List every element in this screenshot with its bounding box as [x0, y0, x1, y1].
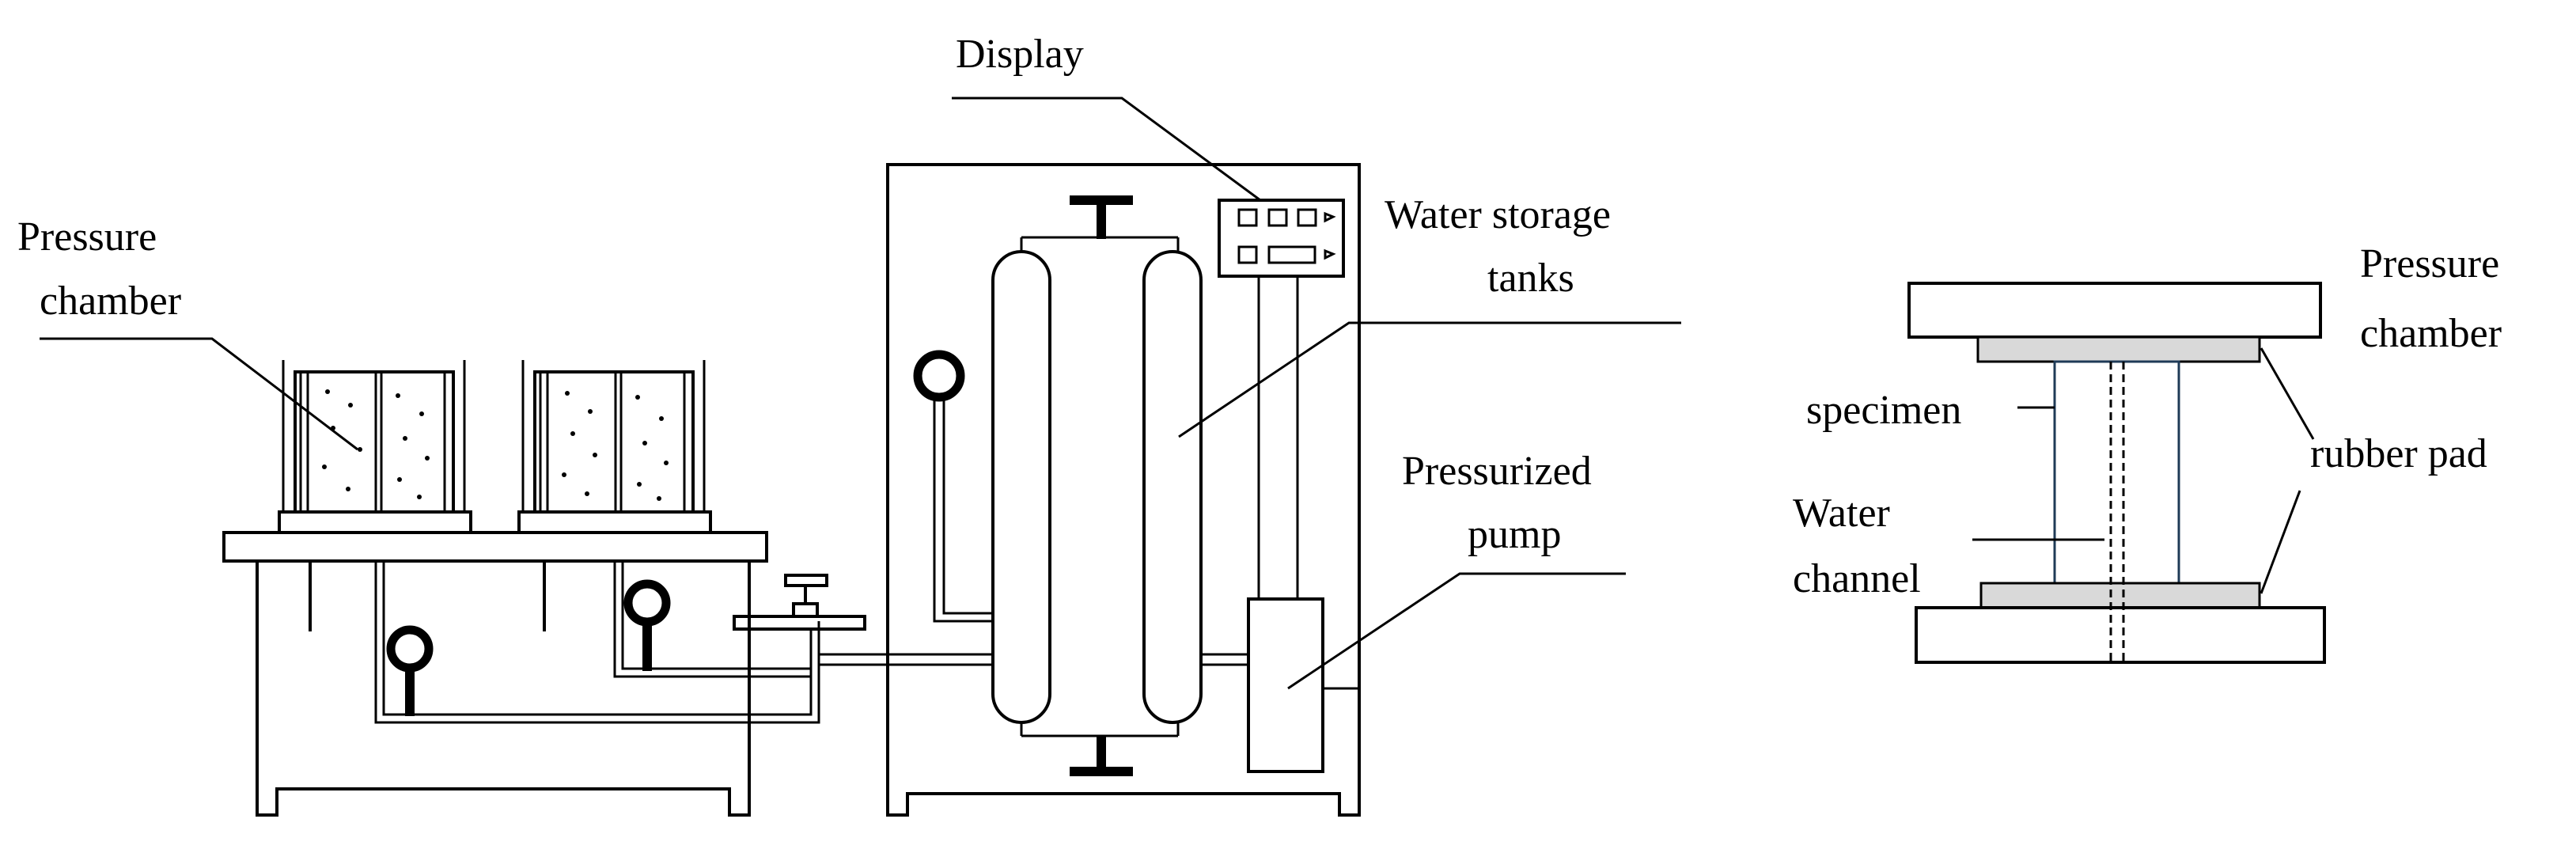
left-chamber-label-line1: Pressure: [17, 214, 157, 260]
pressure-gauge-icon: [623, 579, 671, 627]
chamber-cross-section: [1907, 282, 2326, 664]
test-bench: [222, 531, 768, 817]
water-storage-tanks: [991, 195, 1203, 776]
pressure-gauge-icon: [913, 350, 965, 402]
display-panel: [1218, 199, 1345, 278]
display-label: Display: [956, 32, 1084, 77]
pump-cabinet: [886, 163, 1361, 817]
water-tanks-label-line1: Water storage: [1385, 192, 1611, 237]
pressure-chamber-left: [278, 360, 472, 534]
right-chamber-label-line1: Pressure: [2360, 241, 2499, 286]
labels: Display Pressure chamber Water storage t…: [17, 32, 2502, 601]
pump-label-line2: pump: [1468, 512, 1561, 557]
water-channel: [2109, 362, 2125, 662]
water-tanks-label-line2: tanks: [1487, 256, 1574, 301]
specimen: [2053, 360, 2180, 585]
right-chamber-label-line2: chamber: [2360, 311, 2502, 356]
bottom-plate: [1915, 606, 2326, 664]
left-chamber-label-line2: chamber: [40, 279, 181, 324]
specimen-label: specimen: [1806, 388, 1961, 433]
bench-piping: [374, 561, 993, 724]
top-plate: [1907, 282, 2322, 339]
bottom-rubber-pad: [1979, 582, 2261, 609]
rubber-pad-label: rubber pad: [2310, 431, 2487, 476]
water-channel-label-line1: Water: [1793, 491, 1890, 536]
leader-lines: [40, 97, 2315, 690]
water-channel-label-line2: channel: [1793, 556, 1921, 601]
pressure-gauge-icon: [386, 625, 434, 673]
pressure-chamber-right: [517, 360, 712, 534]
top-rubber-pad: [1976, 336, 2261, 363]
pump-label-line1: Pressurized: [1402, 449, 1592, 494]
